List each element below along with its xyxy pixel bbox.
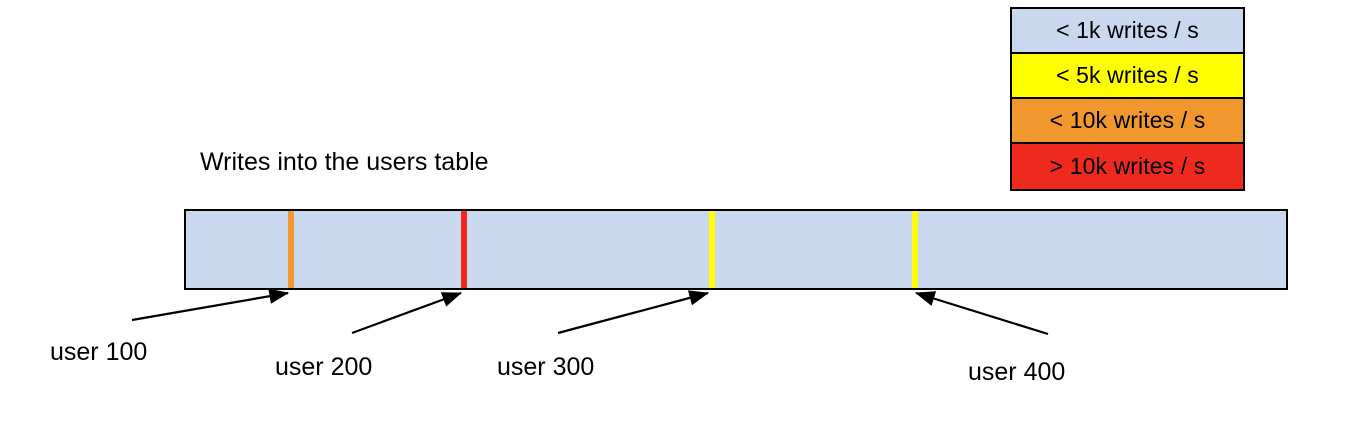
marker-user-300 — [709, 211, 715, 288]
label-user-200: user 200 — [275, 353, 373, 381]
write-rate-legend: < 1k writes / s < 5k writes / s < 10k wr… — [1010, 7, 1245, 191]
legend-row-lt-10k: < 10k writes / s — [1012, 99, 1243, 144]
legend-row-lt-5k: < 5k writes / s — [1012, 54, 1243, 99]
label-user-100: user 100 — [50, 338, 148, 366]
label-user-300: user 300 — [497, 353, 595, 381]
legend-label-gt-10k: > 10k writes / s — [1049, 153, 1206, 179]
arrow-user-100 — [131, 288, 290, 322]
marker-user-100 — [288, 211, 294, 288]
marker-user-200 — [461, 211, 467, 288]
legend-row-gt-10k: > 10k writes / s — [1012, 144, 1243, 189]
legend-label-lt-10k: < 10k writes / s — [1049, 107, 1206, 133]
label-user-400: user 400 — [968, 358, 1066, 386]
legend-label-lt-1k: < 1k writes / s — [1056, 17, 1199, 43]
arrow-user-300 — [557, 290, 710, 335]
users-table-keyrange-bar — [184, 209, 1288, 290]
arrow-user-400 — [914, 291, 1049, 336]
chart-title: Writes into the users table — [200, 148, 489, 176]
legend-label-lt-5k: < 5k writes / s — [1056, 62, 1199, 88]
legend-row-lt-1k: < 1k writes / s — [1012, 9, 1243, 54]
marker-user-400 — [912, 211, 918, 288]
arrow-user-200 — [351, 291, 463, 335]
